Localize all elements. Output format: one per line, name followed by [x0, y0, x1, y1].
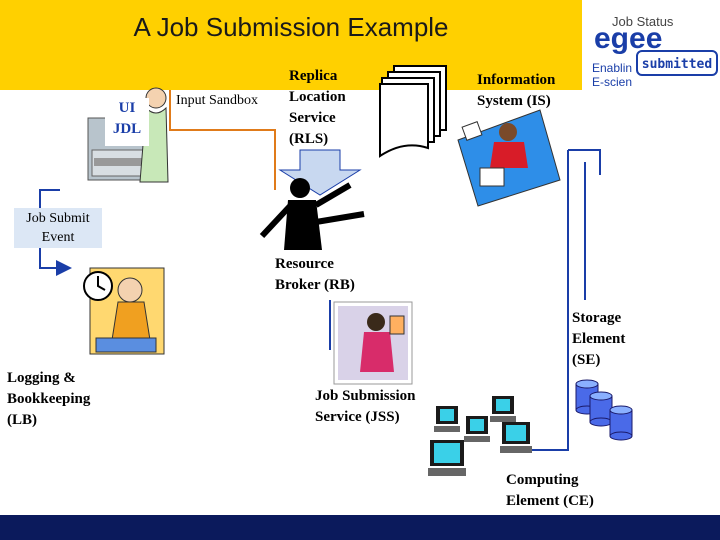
job-status-badge: submitted	[636, 50, 718, 76]
computer-icon	[434, 406, 460, 432]
information-system-icon	[457, 109, 561, 207]
logo-tagline-1: Enablin	[592, 61, 632, 75]
rls-to-rb-arrow	[278, 149, 362, 196]
computing-element-cluster-icon	[428, 396, 532, 476]
is-label-line: Information	[477, 72, 556, 88]
egee-logo: egee Enablin E-scien	[592, 12, 720, 89]
lb-label-line: Bookkeeping	[7, 391, 91, 407]
is-label: Information System (IS)	[477, 70, 555, 112]
rls-label-line: (RLS)	[289, 131, 329, 147]
job-submit-event-box: Job Submit Event	[14, 208, 102, 248]
se-label-line: Element	[572, 331, 626, 347]
logging-bookkeeping-icon	[83, 267, 165, 355]
rls-label-line: Location	[289, 89, 346, 105]
ce-label: Computing Element (CE)	[506, 470, 594, 512]
job-submit-event-line: Event	[41, 230, 75, 245]
computer-icon	[428, 440, 466, 476]
logo-tagline-2: E-scien	[592, 75, 632, 88]
jdl-label: JDL	[112, 121, 142, 137]
rb-label-line: Resource	[275, 256, 334, 272]
se-label-line: Storage	[572, 310, 622, 326]
job-submission-service-icon	[333, 301, 413, 385]
jss-label-line: Job Submission	[315, 388, 416, 404]
ui-jdl-box: UI JDL	[105, 98, 149, 146]
computer-icon	[464, 416, 490, 442]
slide-title: A Job Submission Example	[133, 12, 449, 42]
rls-document-stack-icon	[379, 65, 447, 158]
resource-broker-icon	[259, 178, 365, 250]
storage-element-icon	[575, 379, 633, 441]
computer-icon	[500, 422, 532, 453]
header-band	[0, 0, 582, 90]
is-to-ce-connector	[520, 190, 569, 451]
rls-label: Replica Location Service (RLS)	[289, 66, 346, 150]
footer-bar	[0, 515, 720, 540]
rls-label-line: Service	[289, 110, 336, 126]
rls-label-line: Replica	[289, 68, 338, 84]
rb-label-line: Broker (RB)	[275, 277, 355, 293]
lb-label: Logging & Bookkeeping (LB)	[7, 368, 90, 431]
job-submit-event-line: Job Submit	[26, 211, 90, 226]
ui-label: UI	[118, 100, 136, 116]
is-label-line: System (IS)	[477, 93, 551, 109]
lb-label-line: (LB)	[7, 412, 37, 428]
job-status-label: Job Status	[612, 14, 674, 29]
ce-label-line: Computing	[506, 472, 579, 488]
input-sandbox-connector	[169, 90, 276, 190]
se-label-line: (SE)	[572, 352, 601, 368]
storage-cylinder-icon	[589, 391, 613, 427]
rb-label: Resource Broker (RB)	[275, 254, 355, 296]
storage-cylinder-icon	[609, 405, 633, 441]
lb-label-line: Logging &	[7, 370, 76, 386]
jss-label-line: Service (JSS)	[315, 409, 400, 425]
egee-logo-mark: egee Enablin E-scien	[592, 22, 662, 89]
ce-label-line: Element (CE)	[506, 493, 594, 509]
computer-icon	[490, 396, 516, 422]
logo-brand-text: egee	[594, 22, 662, 55]
input-sandbox-label: Input Sandbox	[176, 93, 259, 108]
is-to-se-connector	[568, 149, 601, 175]
se-label: Storage Element (SE)	[572, 308, 625, 371]
jss-label: Job Submission Service (JSS)	[315, 386, 415, 428]
